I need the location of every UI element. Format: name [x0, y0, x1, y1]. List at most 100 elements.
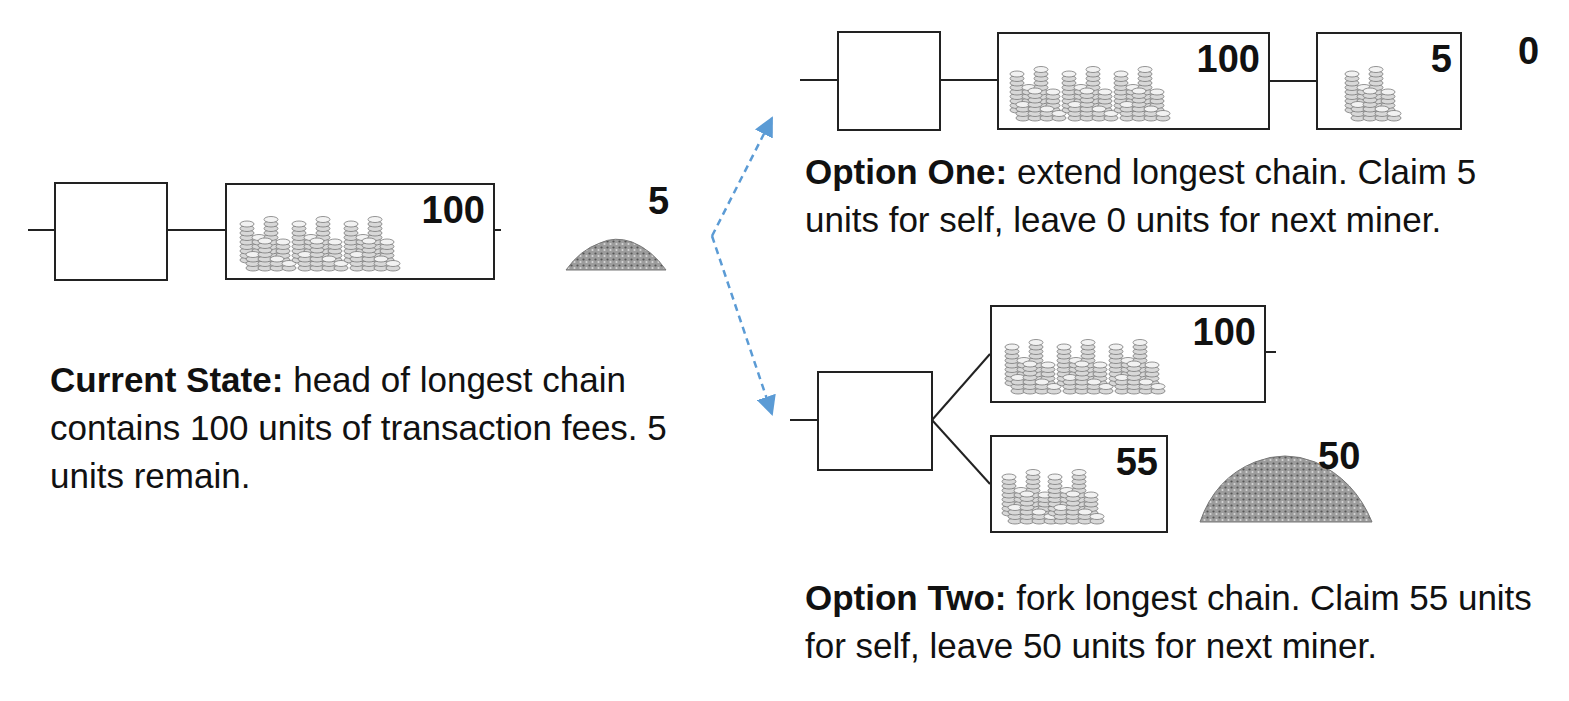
- coin: [1075, 361, 1089, 367]
- coin: [1114, 71, 1128, 77]
- coin: [1078, 509, 1092, 515]
- chain-line: [800, 79, 838, 81]
- coin: [292, 221, 306, 227]
- coin: [1084, 492, 1098, 498]
- coin: [264, 217, 278, 223]
- coin: [1381, 89, 1395, 95]
- option-arrows: [712, 118, 772, 414]
- chain-line: [167, 229, 225, 231]
- coin: [1026, 470, 1040, 476]
- block-box: 55: [990, 435, 1168, 533]
- coin: [1005, 344, 1019, 350]
- description-text: Current State:head of longest chain cont…: [50, 356, 690, 500]
- option-heading: Current State:: [50, 360, 283, 399]
- coin: [1145, 362, 1159, 368]
- coin: [1066, 491, 1080, 497]
- coin: [1081, 340, 1095, 346]
- block-box: 100: [997, 32, 1270, 130]
- coin: [240, 221, 254, 227]
- chain-line: [790, 419, 818, 421]
- coin: [374, 256, 388, 262]
- chain-line: [940, 79, 997, 81]
- coin: [362, 238, 376, 244]
- fee-amount: 100: [422, 191, 485, 229]
- fork-line: [932, 420, 990, 484]
- coin: [1023, 361, 1037, 367]
- fee-amount: 100: [1197, 40, 1260, 78]
- empty-block: [838, 32, 940, 130]
- coin: [1138, 67, 1152, 73]
- option-heading: Option One:: [805, 152, 1007, 191]
- description-text: Option One:extend longest chain. Claim 5…: [805, 148, 1545, 244]
- coin: [1080, 88, 1094, 94]
- coin: [1020, 491, 1034, 497]
- fee-amount: 5: [1431, 40, 1452, 78]
- coin: [1150, 89, 1164, 95]
- coin: [1002, 474, 1016, 480]
- coin: [1156, 111, 1170, 117]
- dashed-arrow: [712, 118, 772, 236]
- coin: [316, 217, 330, 223]
- coin: [1133, 340, 1147, 346]
- coin: [1034, 67, 1048, 73]
- chain-line: [495, 229, 501, 231]
- coin: [270, 256, 284, 262]
- block-box: 100: [225, 183, 495, 280]
- coin: [1090, 514, 1104, 520]
- chain-line: [1266, 351, 1276, 353]
- option-heading: Option Two:: [805, 578, 1007, 617]
- empty-block: [818, 372, 932, 470]
- coin: [368, 217, 382, 223]
- pile-amount: 50: [1318, 437, 1360, 475]
- coin: [386, 261, 400, 267]
- chain-line: [28, 229, 55, 231]
- coin: [344, 221, 358, 227]
- coin: [1062, 71, 1076, 77]
- fee-amount: 55: [1116, 443, 1158, 481]
- coin-piles: [566, 239, 1372, 522]
- coin: [1035, 379, 1049, 385]
- coin: [328, 239, 342, 245]
- coin: [1345, 71, 1359, 77]
- coin: [1040, 106, 1054, 112]
- coin: [1093, 362, 1107, 368]
- coin: [1363, 88, 1377, 94]
- coin: [1086, 67, 1100, 73]
- fee-amount: 100: [1193, 313, 1256, 351]
- coin: [380, 239, 394, 245]
- coin: [1127, 361, 1141, 367]
- coin: [1087, 379, 1101, 385]
- chain-link: [1270, 80, 1316, 82]
- coin: [1098, 89, 1112, 95]
- coin: [1092, 106, 1106, 112]
- coin: [1375, 106, 1389, 112]
- coin: [276, 239, 290, 245]
- coin: [1109, 344, 1123, 350]
- coin: [258, 238, 272, 244]
- coin: [322, 256, 336, 262]
- coin: [1032, 509, 1046, 515]
- coin-stacks: [240, 67, 1401, 525]
- coin: [1010, 71, 1024, 77]
- coin: [1041, 362, 1055, 368]
- coin: [1387, 111, 1401, 117]
- description-text: Option Two:fork longest chain. Claim 55 …: [805, 574, 1535, 670]
- pile-amount: 0: [1518, 32, 1539, 70]
- block-box: 5: [1316, 32, 1462, 130]
- pile-amount: 5: [648, 182, 669, 220]
- dashed-arrow: [712, 236, 772, 414]
- coin: [1369, 67, 1383, 73]
- coin: [310, 238, 324, 244]
- coin: [1151, 384, 1165, 390]
- empty-block: [55, 183, 167, 280]
- coin: [1057, 344, 1071, 350]
- coin: [1132, 88, 1146, 94]
- coin: [1046, 89, 1060, 95]
- coin: [1072, 470, 1086, 476]
- coin: [1139, 379, 1153, 385]
- coin: [1144, 106, 1158, 112]
- coin: [1029, 340, 1043, 346]
- fork-line: [932, 354, 990, 420]
- block-box: 100: [990, 305, 1266, 403]
